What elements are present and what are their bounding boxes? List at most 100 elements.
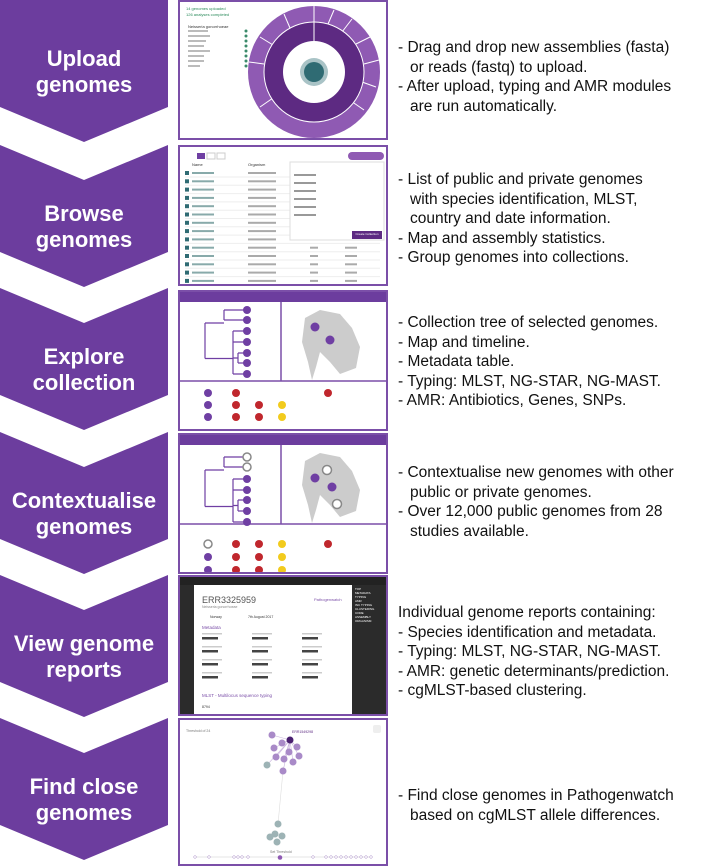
slider-tick[interactable] xyxy=(232,855,236,859)
metadata-marker xyxy=(204,566,212,572)
report-screenshot: ERR3325959 Neisseria gonorrhoeae Pathoge… xyxy=(178,575,388,716)
map-marker[interactable] xyxy=(327,482,337,492)
map-marker[interactable] xyxy=(325,335,335,345)
genome-node[interactable] xyxy=(272,753,280,761)
genome-node[interactable] xyxy=(266,833,274,841)
column-name[interactable]: Name xyxy=(192,162,203,167)
report-nav-item[interactable]: ORGANISM xyxy=(355,619,372,623)
genome-node[interactable] xyxy=(278,739,286,747)
step-label-line: Upload xyxy=(46,46,122,71)
metadata-marker xyxy=(232,566,240,572)
slider-tick[interactable] xyxy=(324,855,328,859)
genome-node[interactable] xyxy=(279,767,287,775)
map-marker[interactable] xyxy=(331,498,343,510)
tree-leaf-node[interactable] xyxy=(243,316,251,324)
slider-tick[interactable] xyxy=(364,855,368,859)
slider-tick[interactable] xyxy=(369,855,373,859)
map-marker[interactable] xyxy=(310,473,320,483)
column-organism[interactable]: Organism xyxy=(248,162,266,167)
tree-leaf-node[interactable] xyxy=(242,462,252,472)
metadata-grid xyxy=(202,633,322,679)
tree-leaf-node[interactable] xyxy=(243,486,251,494)
slider-tick[interactable] xyxy=(246,855,250,859)
description-line: - cgMLST-based clustering. xyxy=(398,682,587,699)
slider-tick[interactable] xyxy=(236,855,240,859)
metadata-marker xyxy=(278,401,286,409)
slider-tick[interactable] xyxy=(193,855,197,859)
tree-leaf-node[interactable] xyxy=(243,338,251,346)
metadata-marker xyxy=(255,566,263,572)
step-label-line: Browse xyxy=(44,201,124,226)
slider-handle[interactable] xyxy=(277,855,283,860)
chevron-shape xyxy=(0,575,168,717)
chevron-shape xyxy=(0,432,168,574)
report-nav-item[interactable]: CLUSTERING xyxy=(355,607,375,611)
metadata-marker xyxy=(278,413,286,421)
step-label-line: View genome xyxy=(13,631,155,656)
report-nav-item[interactable]: TYPING xyxy=(355,595,367,599)
genome-node[interactable] xyxy=(293,743,301,751)
slider-tick[interactable] xyxy=(207,855,211,859)
tree-leaf-node[interactable] xyxy=(243,370,251,378)
genome-node[interactable] xyxy=(273,838,281,846)
tree-leaf-node[interactable] xyxy=(243,507,251,515)
threshold-label: Threshold of 24 xyxy=(186,729,211,733)
report-nav-item[interactable]: INC TYPING xyxy=(355,603,373,607)
tree-leaf-node[interactable] xyxy=(243,518,251,526)
genome-node[interactable] xyxy=(268,731,276,739)
slider-tick[interactable] xyxy=(354,855,358,859)
genome-node[interactable] xyxy=(280,755,288,763)
slider-tick[interactable] xyxy=(334,855,338,859)
report-nav-item[interactable]: CORE xyxy=(355,611,364,615)
report-nav-item[interactable]: TOP xyxy=(355,587,362,591)
map-marker[interactable] xyxy=(310,322,320,332)
genome-node[interactable] xyxy=(285,748,293,756)
genome-node[interactable] xyxy=(278,832,286,840)
create-collection-button[interactable]: Create Collection xyxy=(355,232,379,236)
step-label-line: Contextualise xyxy=(11,488,157,513)
description-line: based on cgMLST allele differences. xyxy=(410,806,661,824)
map[interactable] xyxy=(302,310,360,380)
step-label-line: Find close xyxy=(29,774,139,799)
contextualise-screenshot xyxy=(178,433,388,574)
genome-node[interactable] xyxy=(274,820,282,828)
slider-tick[interactable] xyxy=(349,855,353,859)
map-marker[interactable] xyxy=(321,464,333,476)
metadata-marker xyxy=(204,401,212,409)
slider-tick[interactable] xyxy=(359,855,363,859)
genome-node[interactable] xyxy=(270,744,278,752)
report-nav-item[interactable]: METADATA xyxy=(355,591,371,595)
slider-tick[interactable] xyxy=(339,855,343,859)
description-line: or reads (fastq) to upload. xyxy=(410,58,588,76)
metadata-marker xyxy=(203,539,213,549)
tree-leaf-node[interactable] xyxy=(243,349,251,357)
slider-tick[interactable] xyxy=(240,855,244,859)
genome-node[interactable] xyxy=(295,752,303,760)
collection-view xyxy=(180,292,386,421)
genome-id: ERR3325959 xyxy=(202,595,257,605)
step-description: - Collection tree of selected genomes.- … xyxy=(398,313,708,411)
genome-node[interactable] xyxy=(286,736,294,744)
description-line: - Group genomes into collections. xyxy=(398,249,629,266)
genome-node[interactable] xyxy=(263,761,271,769)
tree-leaf-node[interactable] xyxy=(243,306,251,314)
settings-icon[interactable] xyxy=(373,725,381,733)
tree-leaf-node[interactable] xyxy=(243,496,251,504)
description-line: - Typing: MLST, NG-STAR, NG-MAST. xyxy=(398,372,661,390)
slider-tick[interactable] xyxy=(329,855,333,859)
slider-tick[interactable] xyxy=(344,855,348,859)
tree-leaf-node[interactable] xyxy=(242,452,252,462)
tree-leaf-node[interactable] xyxy=(243,475,251,483)
report-nav-item[interactable]: AMR xyxy=(355,599,362,603)
tree-leaf-node[interactable] xyxy=(243,359,251,367)
tree-leaf-node[interactable] xyxy=(243,327,251,335)
report-nav-item[interactable]: ASSEMBLY xyxy=(355,615,371,619)
genome-node[interactable] xyxy=(289,758,297,766)
chevron-shape xyxy=(0,718,168,860)
slider-tick[interactable] xyxy=(311,855,315,859)
species-label: Neisseria gonorrhoeae xyxy=(188,24,229,29)
metadata-marker xyxy=(324,389,332,397)
